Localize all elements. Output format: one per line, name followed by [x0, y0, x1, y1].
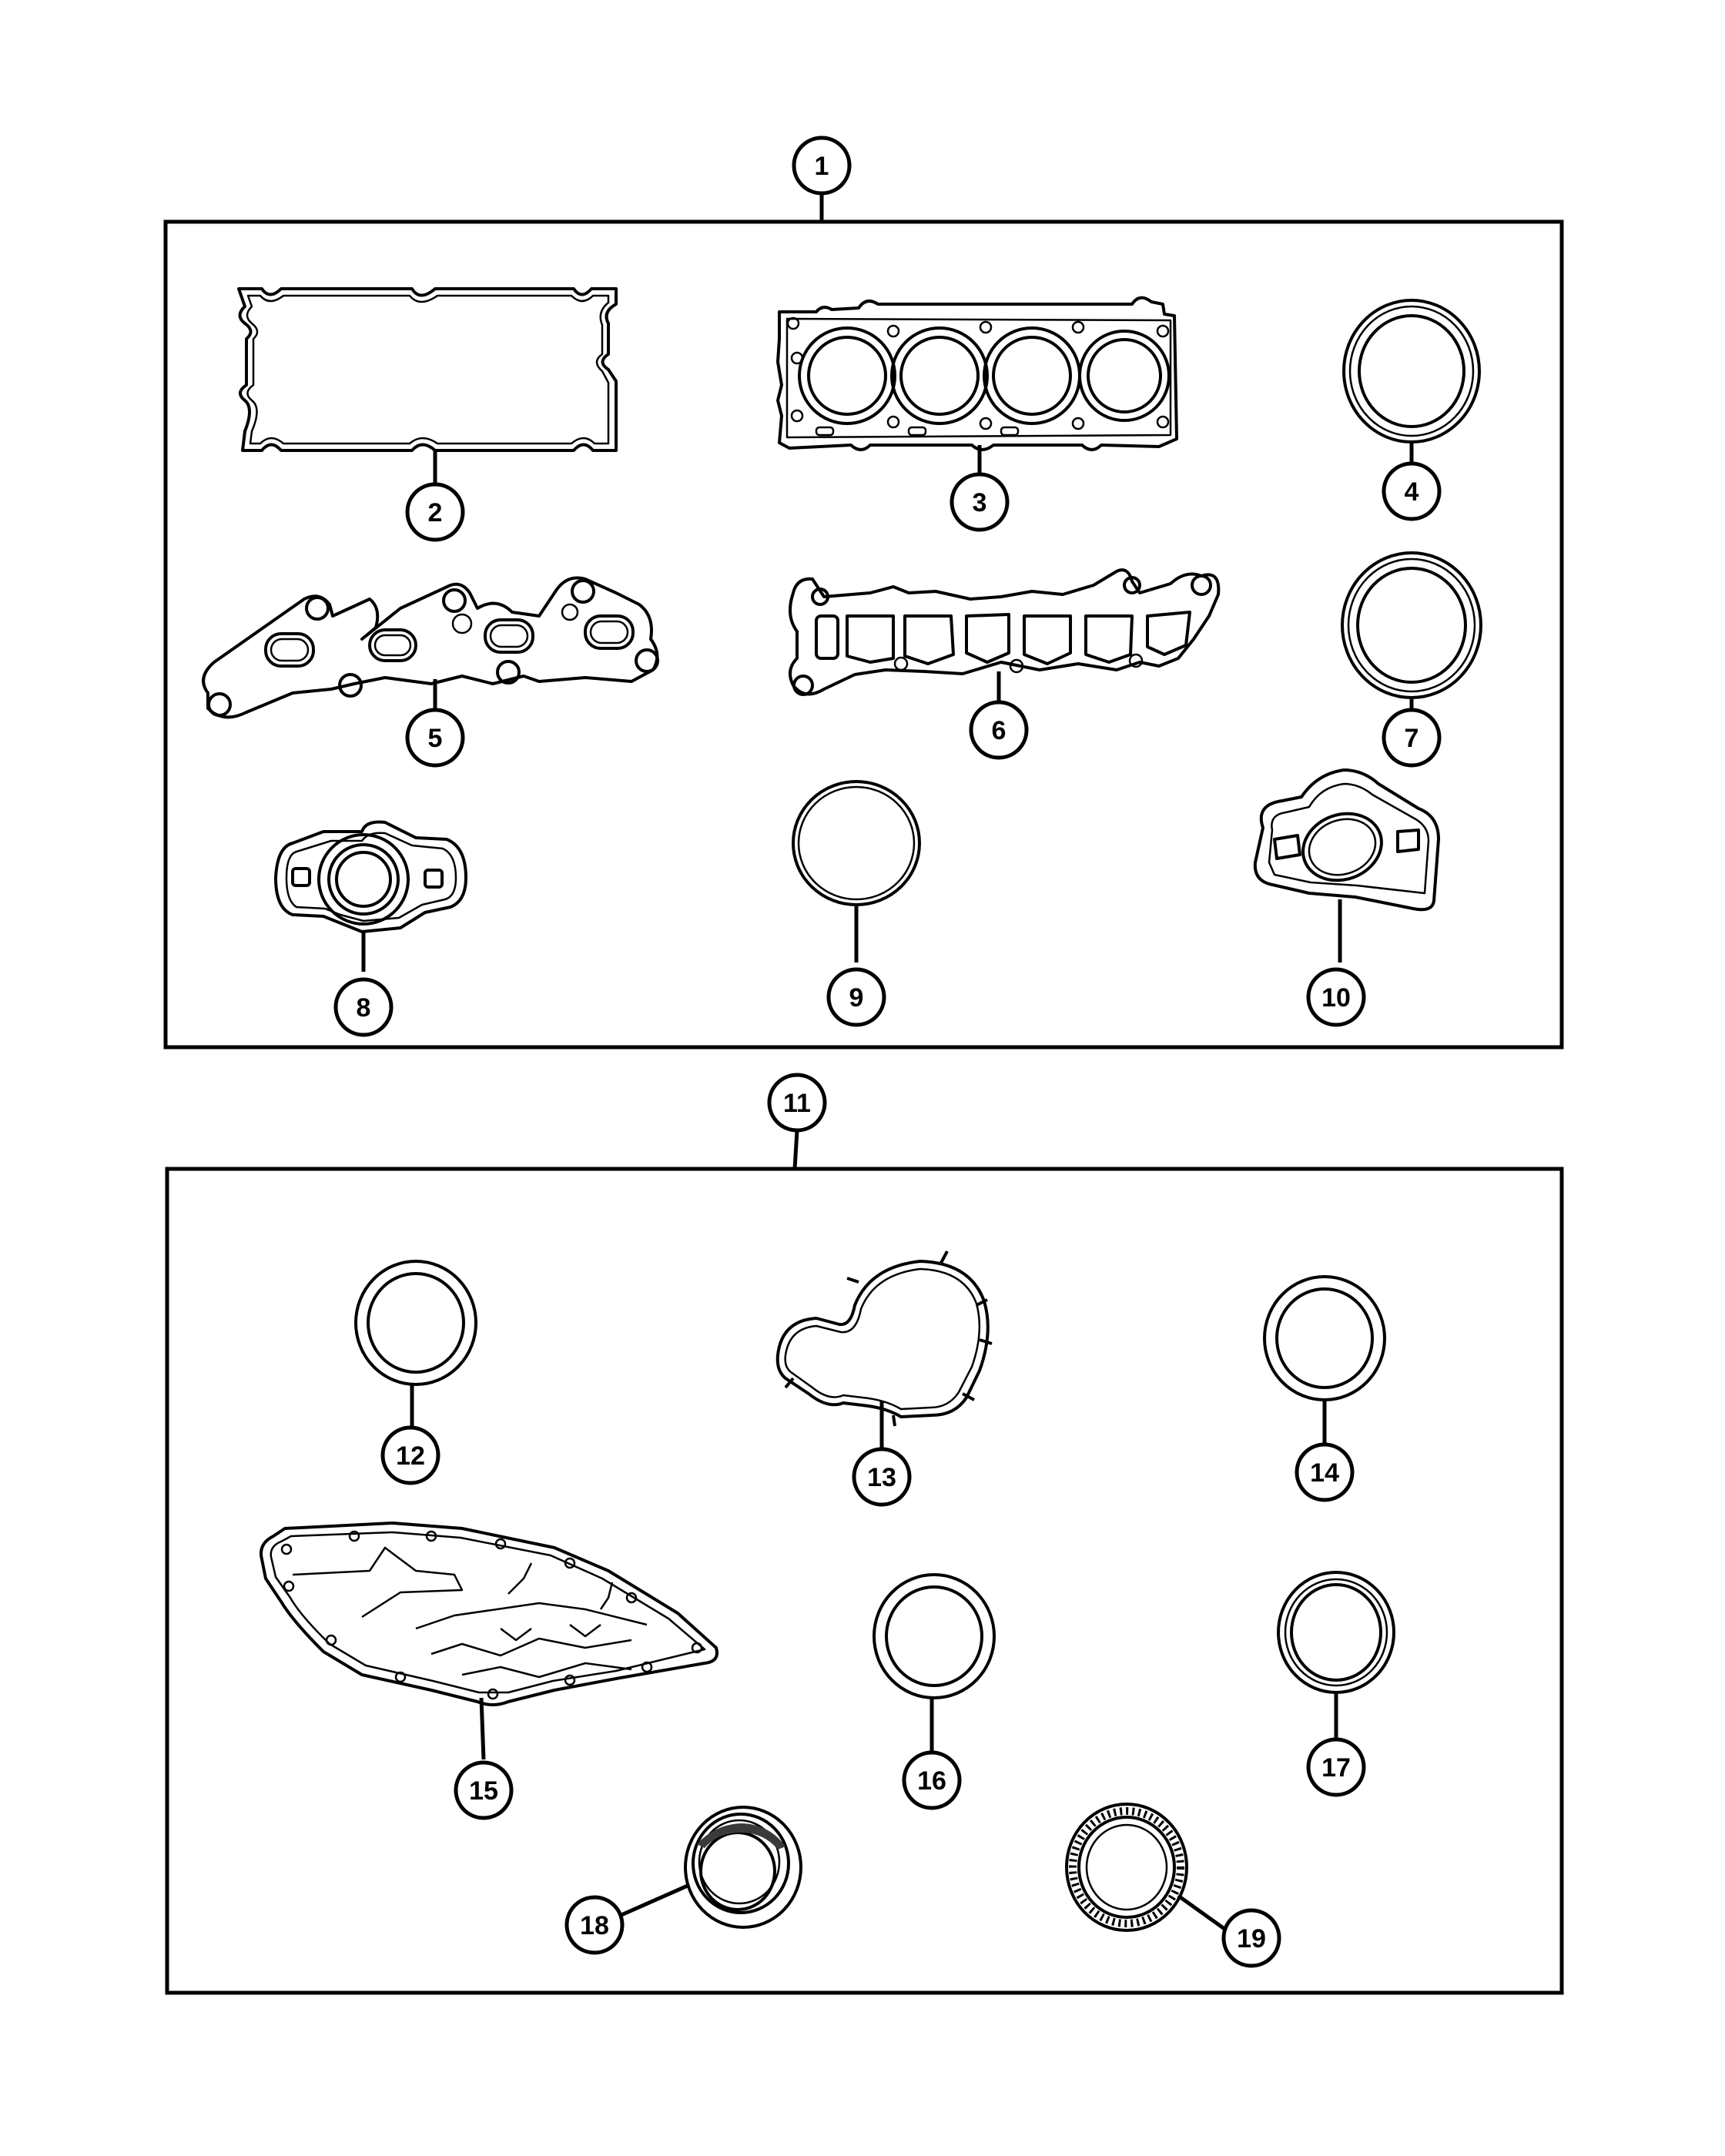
callout-3-label: 3 [973, 488, 987, 517]
exhaust-manifold-gasket-part-5 [202, 576, 659, 719]
callout-19-label: 19 [1237, 1924, 1266, 1953]
valve-cover-gasket-part-2 [237, 287, 618, 452]
seal-ring-part-16 [873, 1573, 996, 1699]
callout-15-leader [479, 1697, 486, 1760]
flange-gasket-part-8 [274, 820, 467, 933]
lower-kit-frame [165, 1167, 1564, 1995]
callout-8-label: 8 [357, 993, 371, 1023]
upper-kit-frame [163, 219, 1564, 1050]
callout-4: 4 [1382, 461, 1442, 521]
callout-12-label: 12 [396, 1441, 425, 1471]
o-ring-part-9 [792, 780, 921, 906]
egr-gasket-part-10 [1253, 768, 1440, 912]
callout-1: 1 [792, 136, 852, 196]
seal-ring-part-4 [1342, 299, 1481, 444]
callout-6: 6 [969, 700, 1029, 760]
callout-17-label: 17 [1321, 1753, 1351, 1783]
callout-8: 8 [333, 977, 394, 1037]
callout-3: 3 [950, 472, 1010, 532]
seal-ring-part-14 [1263, 1275, 1386, 1401]
callout-12: 12 [380, 1425, 440, 1485]
callout-11-label: 11 [783, 1089, 811, 1118]
callout-16: 16 [902, 1750, 962, 1810]
callout-1-label: 1 [815, 152, 829, 181]
callout-15: 15 [454, 1760, 514, 1820]
callout-18-label: 18 [580, 1911, 609, 1940]
callout-2-label: 2 [428, 498, 443, 527]
callout-14: 14 [1295, 1442, 1355, 1502]
callout-5-label: 5 [428, 724, 443, 753]
seal-ring-part-17 [1277, 1571, 1395, 1694]
seal-ring-part-12 [354, 1260, 477, 1386]
callout-13-label: 13 [867, 1463, 896, 1492]
oil-pan-gasket-part-15 [260, 1522, 718, 1706]
crankshaft-oil-seal-part-18 [684, 1806, 802, 1929]
callout-13: 13 [852, 1447, 912, 1507]
callout-17: 17 [1306, 1737, 1366, 1797]
callout-10-label: 10 [1321, 983, 1351, 1013]
callout-5: 5 [405, 708, 465, 768]
callout-19-leader [1177, 1893, 1226, 1931]
callout-19: 19 [1221, 1908, 1281, 1968]
callout-4-label: 4 [1405, 477, 1419, 507]
callout-11-leader [792, 1130, 799, 1170]
callout-7: 7 [1382, 708, 1442, 768]
cylinder-head-gasket-part-3 [776, 296, 1178, 451]
callout-16-label: 16 [917, 1766, 946, 1796]
callout-9: 9 [826, 967, 886, 1027]
callout-18-leader [615, 1883, 691, 1920]
intake-manifold-gasket-part-6 [789, 568, 1221, 696]
rear-crankshaft-seal-part-19 [1065, 1803, 1188, 1932]
callout-18: 18 [564, 1895, 625, 1955]
callout-2: 2 [405, 482, 465, 542]
callout-9-label: 9 [849, 983, 864, 1013]
callout-10: 10 [1306, 967, 1366, 1027]
callout-6-label: 6 [992, 716, 1007, 745]
callout-14-label: 14 [1310, 1458, 1339, 1488]
callout-15-label: 15 [469, 1776, 498, 1806]
callout-7-label: 7 [1405, 724, 1419, 753]
seal-ring-part-7 [1341, 551, 1482, 699]
callout-11: 11 [767, 1073, 827, 1133]
water-pump-gasket-part-13 [775, 1250, 993, 1427]
